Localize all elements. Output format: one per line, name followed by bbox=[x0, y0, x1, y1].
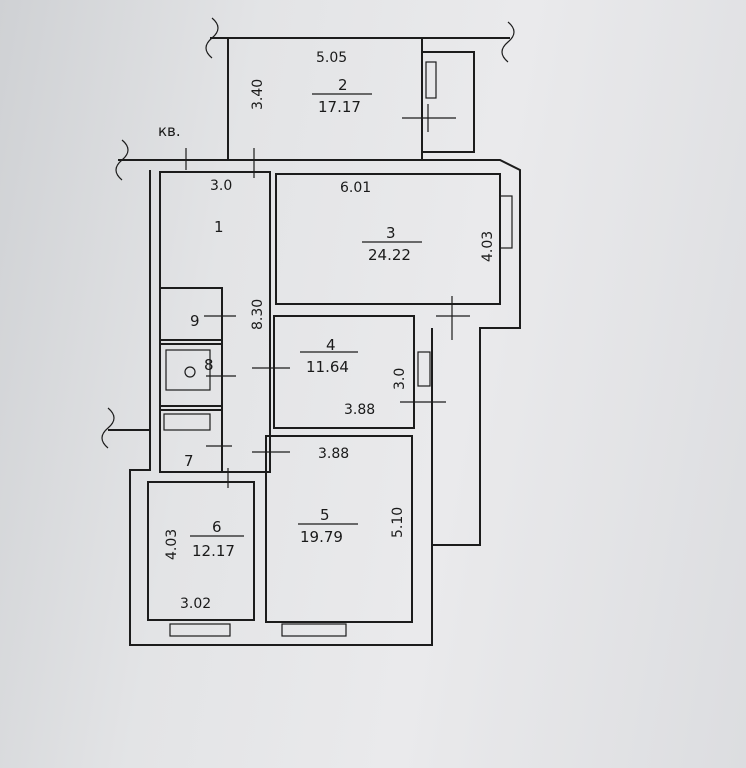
room-7-number: 7 bbox=[184, 452, 194, 470]
dim-room-2-height: 3.40 bbox=[250, 79, 266, 110]
break-mark-top-left bbox=[205, 17, 219, 59]
room-6-outline bbox=[147, 481, 255, 621]
room-5-area: 19.79 bbox=[300, 528, 343, 546]
window-right-top bbox=[425, 61, 437, 99]
room-3-number: 3 bbox=[386, 224, 396, 242]
room-1-number: 1 bbox=[214, 218, 224, 236]
apartment-label: кв. bbox=[158, 122, 181, 140]
bathtub-fixture bbox=[165, 349, 211, 391]
dim-room-1-width: 3.0 bbox=[210, 178, 232, 194]
outer-walls bbox=[101, 17, 521, 646]
tub-fixture bbox=[163, 413, 211, 431]
window-room-3 bbox=[499, 195, 513, 249]
room-4-outline bbox=[273, 315, 415, 429]
break-mark-left-top bbox=[115, 139, 129, 181]
room-6-area: 12.17 bbox=[192, 542, 235, 560]
room-4-area: 11.64 bbox=[306, 358, 349, 376]
break-mark-left-mid bbox=[101, 407, 115, 449]
room-8-number: 8 bbox=[204, 356, 214, 374]
window-room-5 bbox=[281, 623, 347, 637]
right-stair-block bbox=[421, 51, 475, 153]
sink-fixture bbox=[184, 366, 196, 378]
dim-room-6-width: 3.02 bbox=[180, 596, 211, 612]
dim-room-6-height: 4.03 bbox=[164, 529, 180, 560]
room-3-area: 24.22 bbox=[368, 246, 411, 264]
dim-room-3-width: 6.01 bbox=[340, 180, 371, 196]
dim-room-5-width: 3.88 bbox=[318, 446, 349, 462]
main-outline bbox=[118, 159, 521, 646]
room-5-outline bbox=[265, 435, 413, 623]
room-2-area: 17.17 bbox=[318, 98, 361, 116]
window-room-4 bbox=[417, 351, 431, 387]
dim-room-4-width: 3.88 bbox=[344, 402, 375, 418]
dim-room-2-width: 5.05 bbox=[316, 50, 347, 66]
dim-room-5-height: 5.10 bbox=[390, 507, 406, 538]
room-6-number: 6 bbox=[212, 518, 222, 536]
room-7-outline bbox=[159, 409, 223, 473]
dim-room-4-height: 3.0 bbox=[392, 368, 408, 390]
break-mark-top-right bbox=[501, 21, 515, 63]
room-4-number: 4 bbox=[326, 336, 336, 354]
room-9-number: 9 bbox=[190, 312, 200, 330]
room-2-number: 2 bbox=[338, 76, 348, 94]
room-8-outline bbox=[159, 343, 223, 407]
dim-corridor-length: 8.30 bbox=[250, 299, 266, 330]
window-room-6 bbox=[169, 623, 231, 637]
room-9-outline bbox=[159, 287, 223, 341]
dim-room-3-height: 4.03 bbox=[480, 231, 496, 262]
room-5-number: 5 bbox=[320, 506, 330, 524]
